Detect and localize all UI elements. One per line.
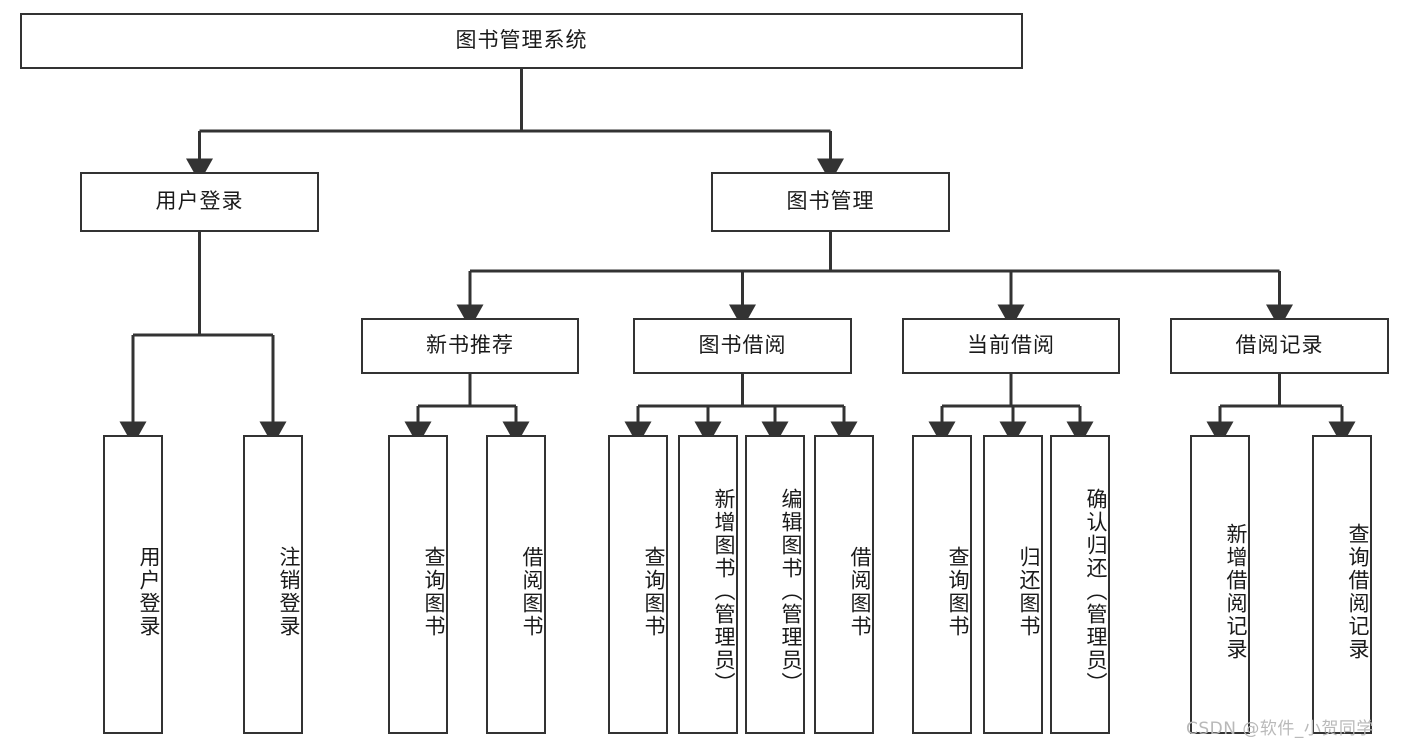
node-label: 借阅记录: [1235, 333, 1324, 358]
leaf-node-10[interactable]: 确认归还（管理员）: [1050, 435, 1110, 734]
level1-node-0[interactable]: 用户登录: [80, 172, 319, 232]
node-label: 图书借阅: [698, 333, 787, 358]
leaf-node-7[interactable]: 借阅图书: [814, 435, 874, 734]
node-label: 查询图书: [422, 545, 446, 638]
node-label: 确认归还（管理员）: [1084, 488, 1108, 695]
node-label: 归还图书: [1017, 545, 1041, 638]
node-label: 借阅图书: [520, 545, 544, 638]
node-label: 用户登录: [155, 189, 244, 214]
leaf-node-12[interactable]: 查询借阅记录: [1312, 435, 1372, 734]
node-label: 图书管理系统: [455, 28, 588, 53]
leaf-node-3[interactable]: 借阅图书: [486, 435, 546, 734]
level2-node-2[interactable]: 当前借阅: [902, 318, 1120, 374]
leaf-node-4[interactable]: 查询图书: [608, 435, 668, 734]
node-label: 新书推荐: [426, 333, 514, 358]
leaf-node-9[interactable]: 归还图书: [983, 435, 1043, 734]
root-node-0[interactable]: 图书管理系统: [20, 13, 1023, 69]
leaf-node-6[interactable]: 编辑图书（管理员）: [745, 435, 805, 734]
leaf-node-2[interactable]: 查询图书: [388, 435, 448, 734]
leaf-node-8[interactable]: 查询图书: [912, 435, 972, 734]
node-label: 当前借阅: [967, 333, 1055, 358]
node-label: 查询借阅记录: [1346, 522, 1370, 661]
node-label: 图书管理: [786, 189, 875, 214]
leaf-node-1[interactable]: 注销登录: [243, 435, 303, 734]
level1-node-1[interactable]: 图书管理: [711, 172, 950, 232]
leaf-node-11[interactable]: 新增借阅记录: [1190, 435, 1250, 734]
node-label: 新增图书（管理员）: [712, 488, 736, 695]
watermark-text: CSDN @软件_小贺同学: [1186, 719, 1374, 739]
node-label: 注销登录: [277, 545, 301, 638]
node-label: 新增借阅记录: [1224, 522, 1248, 661]
node-label: 查询图书: [946, 545, 970, 638]
node-label: 用户登录: [137, 545, 161, 638]
level2-node-3[interactable]: 借阅记录: [1170, 318, 1389, 374]
level2-node-1[interactable]: 图书借阅: [633, 318, 852, 374]
leaf-node-0[interactable]: 用户登录: [103, 435, 163, 734]
node-label: 编辑图书（管理员）: [779, 488, 803, 695]
level2-node-0[interactable]: 新书推荐: [361, 318, 579, 374]
node-label: 借阅图书: [848, 545, 872, 638]
node-label: 查询图书: [642, 545, 666, 638]
leaf-node-5[interactable]: 新增图书（管理员）: [678, 435, 738, 734]
